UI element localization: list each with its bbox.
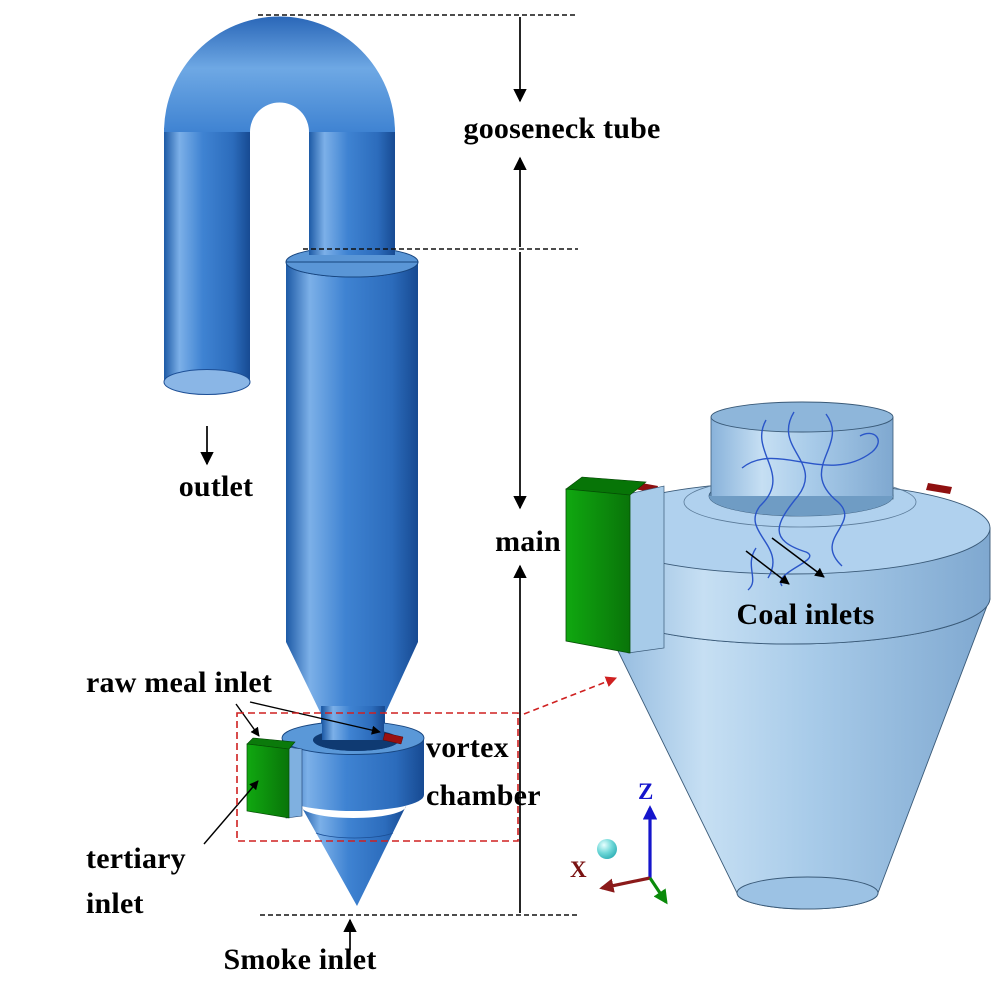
leader-lines [203, 701, 381, 845]
extent-lines [258, 14, 578, 916]
coal-inlet-arrow-left [745, 550, 790, 585]
raw-meal-inlet-label: raw meal inlet [86, 666, 273, 699]
z-axis-label: Z [638, 779, 654, 804]
main-cylinder-body [286, 262, 418, 642]
coal-inlet-leaders [745, 537, 825, 585]
dimension-lines [200, 17, 527, 950]
streamline-3 [754, 419, 774, 579]
raw-meal-leader-right [249, 701, 381, 735]
streamline-5 [747, 547, 757, 591]
tertiary-inlet-leader [203, 780, 259, 845]
zoom-leader-arrow [523, 676, 618, 715]
x-axis-label: X [570, 857, 587, 882]
bottom-cone [301, 806, 406, 906]
cone-edge-line [315, 832, 394, 839]
coal-inlets-label: Coal inlets [736, 598, 875, 631]
lower-taper [286, 642, 418, 714]
coal-streamlines [741, 411, 879, 591]
inner-tube-through-hole [322, 706, 384, 740]
main-cylinder-front-rim [285, 261, 419, 278]
vortex-chamber-bottom [282, 795, 424, 811]
streamline-2 [820, 413, 846, 567]
origin-sphere [597, 839, 617, 859]
outlet-label: outlet [178, 470, 254, 503]
main-label: main [495, 525, 561, 558]
gooseneck-tube-label: gooseneck tube [463, 112, 661, 145]
vortex-chamber-label: vortex chamber [426, 731, 541, 812]
tertiary-inlet-label: tertiary inlet [86, 842, 186, 920]
zoom-hole-front-rim [709, 496, 893, 516]
zoom-tertiary-inlet [565, 476, 665, 654]
coordinate-triad [597, 805, 668, 905]
streamline-1 [778, 411, 811, 587]
vortex-chamber-shape [246, 706, 425, 819]
hole-front-rim [313, 740, 399, 751]
bottom-cone-shape [301, 806, 406, 906]
raw-meal-port-right [382, 732, 404, 745]
tertiary-inlet-face [246, 743, 290, 819]
zoom-tertiary-duct [627, 485, 665, 654]
gooseneck-bend [164, 16, 395, 132]
zoom-pipe-top [710, 401, 894, 433]
y-axis-arrow [648, 877, 668, 905]
zoom-region-box [236, 712, 519, 842]
zoom-cone-bottom [736, 876, 879, 910]
gooseneck-left-leg [164, 128, 250, 382]
zoom-port-right [926, 483, 952, 494]
raw-meal-leader-left [235, 703, 260, 737]
main-apparatus [163, 14, 618, 950]
gooseneck-right-leg-over-rim [309, 132, 395, 255]
smoke-inlet-label: Smoke inlet [223, 943, 377, 976]
coal-inlet-arrow-right [771, 537, 825, 578]
main-cylinder-shape [285, 132, 419, 740]
zoom-view [565, 401, 991, 910]
streamline-4 [741, 432, 879, 469]
x-axis-arrow [599, 876, 651, 893]
outlet-opening [163, 369, 251, 395]
zoom-tertiary-face [565, 488, 631, 654]
